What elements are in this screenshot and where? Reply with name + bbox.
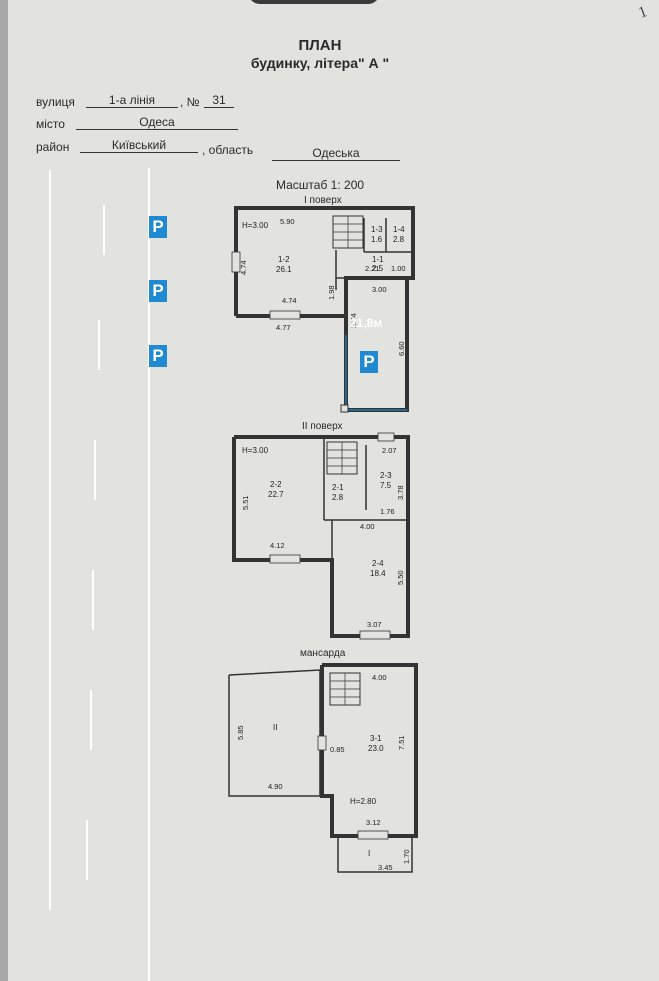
svg-text:1.98: 1.98 xyxy=(327,285,336,300)
svg-text:5.90: 5.90 xyxy=(280,217,295,226)
floor2-plan: Н=3.00 2.07 2-2 22.7 5.51 2-1 2.8 2-3 7.… xyxy=(232,432,410,640)
svg-text:4.12: 4.12 xyxy=(270,541,285,550)
svg-text:1.76: 1.76 xyxy=(380,507,395,516)
svg-text:2-3: 2-3 xyxy=(380,471,392,480)
svg-text:3.45: 3.45 xyxy=(378,863,393,872)
svg-text:1.70: 1.70 xyxy=(402,849,411,864)
svg-text:1-2: 1-2 xyxy=(278,255,290,264)
overlay-line-left xyxy=(49,170,51,910)
svg-text:4.74: 4.74 xyxy=(239,260,248,275)
svg-text:5.85: 5.85 xyxy=(236,725,245,740)
svg-text:4.90: 4.90 xyxy=(268,782,283,791)
page-edge xyxy=(0,0,8,981)
area-measure: 21,8м xyxy=(350,316,383,330)
floor1-plan: Н=3.00 5.90 1-2 26.1 4.74 4.74 4.77 1.98… xyxy=(231,206,415,413)
number-value: 31 xyxy=(204,93,234,108)
overlay-dash-5 xyxy=(90,690,92,750)
overlay-dash-6 xyxy=(86,820,88,880)
svg-text:2.74: 2.74 xyxy=(349,313,358,328)
svg-text:2.8: 2.8 xyxy=(393,235,405,244)
svg-text:1.00: 1.00 xyxy=(391,264,406,273)
floor2-title: II поверх xyxy=(302,421,343,432)
svg-text:1.6: 1.6 xyxy=(371,235,383,244)
svg-text:3-1: 3-1 xyxy=(370,734,382,743)
svg-text:2.21: 2.21 xyxy=(365,264,380,273)
svg-text:2-1: 2-1 xyxy=(332,483,344,492)
svg-text:2-4: 2-4 xyxy=(372,559,384,568)
svg-text:23.0: 23.0 xyxy=(368,744,384,753)
overlay-dash-2 xyxy=(98,320,100,370)
svg-text:26.1: 26.1 xyxy=(276,265,292,274)
attic-plan: 5.85 II 4.90 4.00 7.51 3-1 23.0 0.85 Н=2… xyxy=(228,663,418,873)
plan-title: ПЛАН xyxy=(298,37,342,54)
city-label: місто xyxy=(36,117,65,131)
attic-wall-outer xyxy=(320,663,418,838)
overlay-dash-3 xyxy=(94,440,96,500)
svg-text:I: I xyxy=(368,849,370,858)
region-value: Одеська xyxy=(272,146,400,161)
svg-text:1-4: 1-4 xyxy=(393,225,405,234)
svg-text:4.74: 4.74 xyxy=(282,296,297,305)
svg-text:2.07: 2.07 xyxy=(382,446,397,455)
svg-text:4.00: 4.00 xyxy=(360,522,375,531)
svg-text:3.00: 3.00 xyxy=(372,285,387,294)
svg-text:Н=2.80: Н=2.80 xyxy=(350,797,377,806)
svg-text:22.7: 22.7 xyxy=(268,490,284,499)
region-label: , область xyxy=(202,143,254,157)
district-label: район xyxy=(36,140,70,154)
top-tab xyxy=(248,0,380,4)
overlay-dash-4 xyxy=(92,570,94,630)
number-label: , № xyxy=(180,95,200,109)
floor2-wall-outer xyxy=(232,435,410,638)
svg-text:II: II xyxy=(273,723,277,732)
svg-text:4.00: 4.00 xyxy=(372,673,387,682)
svg-text:2.5: 2.5 xyxy=(372,264,384,273)
parking-badge-2: P xyxy=(149,280,167,302)
svg-text:7.51: 7.51 xyxy=(397,735,406,750)
street-label: вулиця xyxy=(36,95,75,109)
parking-badge-3: P xyxy=(149,345,167,367)
attic-porch xyxy=(337,836,413,873)
parking-badge-4: P xyxy=(360,351,378,373)
svg-text:2-2: 2-2 xyxy=(270,480,282,489)
svg-text:3.78: 3.78 xyxy=(396,485,405,500)
street-value: 1-а лінія xyxy=(86,93,178,108)
svg-text:5.50: 5.50 xyxy=(396,570,405,585)
svg-text:18.4: 18.4 xyxy=(370,569,386,578)
svg-text:1-3: 1-3 xyxy=(371,225,383,234)
floor1-title: I поверх xyxy=(304,195,342,206)
plan-subtitle: будинку, літера" А " xyxy=(250,55,390,71)
parking-badge-1: P xyxy=(149,216,167,238)
svg-text:4.77: 4.77 xyxy=(276,323,291,332)
overlay-dash-1 xyxy=(103,205,105,255)
svg-text:1-1: 1-1 xyxy=(372,255,384,264)
svg-text:2.8: 2.8 xyxy=(332,493,344,502)
svg-text:5.51: 5.51 xyxy=(241,495,250,510)
district-value: Київський xyxy=(80,138,198,153)
svg-text:6.60: 6.60 xyxy=(397,341,406,356)
svg-text:3.12: 3.12 xyxy=(366,818,381,827)
city-value: Одеса xyxy=(76,115,238,130)
svg-text:0.85: 0.85 xyxy=(330,745,345,754)
svg-text:3.07: 3.07 xyxy=(367,620,382,629)
attic-title: мансарда xyxy=(300,648,346,659)
overlay-line-right xyxy=(148,168,150,981)
scale-label: Масштаб 1: 200 xyxy=(276,178,365,192)
svg-text:7.5: 7.5 xyxy=(380,481,392,490)
svg-text:Н=3.00: Н=3.00 xyxy=(242,446,269,455)
floor1-height: Н=3.00 xyxy=(242,221,269,230)
